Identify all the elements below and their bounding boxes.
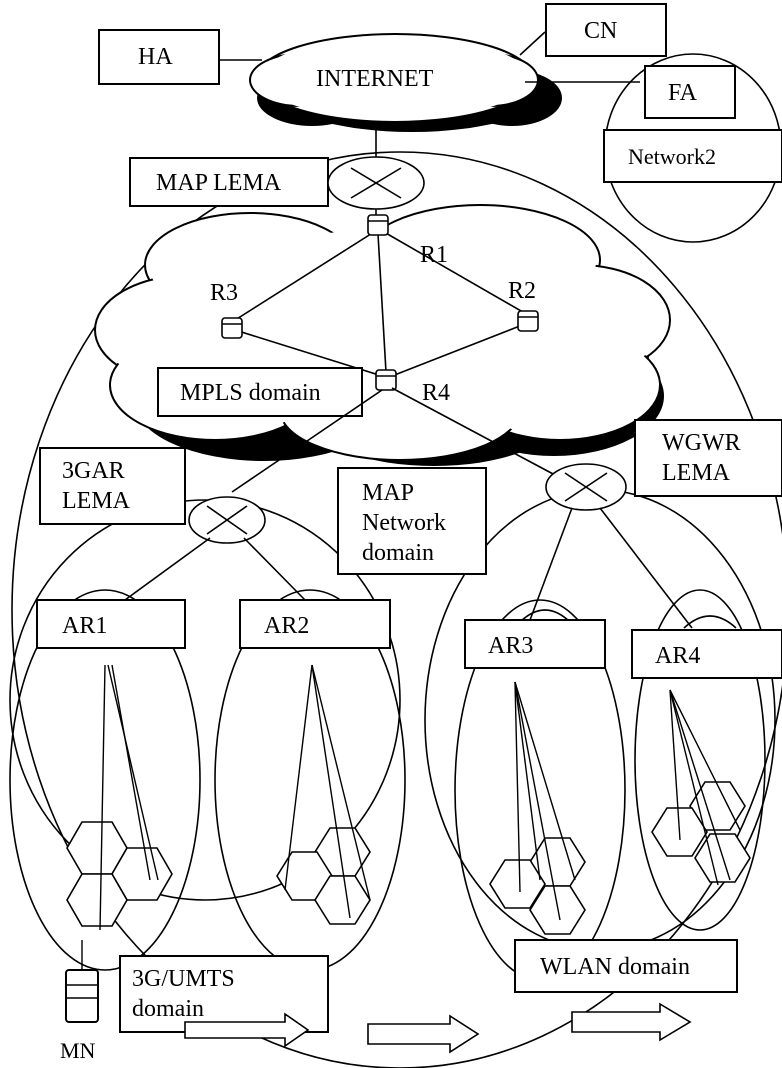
ar1-cell-cluster [66, 664, 173, 931]
mpls-cloud [94, 204, 671, 466]
movement-arrow-3 [571, 1002, 692, 1042]
3g-umts-label-line2: domain [132, 996, 204, 1022]
map-network-label-line3: domain [362, 540, 434, 566]
ar4-box [631, 629, 782, 679]
network2-box [603, 129, 782, 183]
cn-label: CN [584, 18, 617, 44]
cn-internet-link [519, 31, 546, 56]
ha-node-box [98, 29, 220, 85]
fa-label: FA [668, 80, 698, 106]
ar1-label: AR1 [62, 613, 107, 639]
mn-device-icon [65, 940, 99, 1023]
ar4-cell-cluster [651, 689, 751, 886]
map-network-label-line2: Network [362, 510, 446, 536]
r4-3gar-link [231, 389, 383, 493]
ar4-label: AR4 [655, 643, 700, 669]
r4-router-icon [375, 369, 397, 391]
r1-r4-link [377, 233, 387, 373]
ar1-box [36, 599, 186, 649]
map-network-domain-box [337, 467, 487, 575]
map-lema-label: MAP LEMA [156, 170, 282, 196]
r2-router-icon [517, 310, 539, 332]
r3-label: R3 [210, 280, 238, 306]
network2-label: Network2 [628, 144, 716, 169]
r2-label: R2 [508, 278, 536, 304]
map-network-domain-ellipse [11, 151, 782, 1068]
mpls-domain-label: MPLS domain [180, 380, 321, 406]
ar2-box [239, 599, 391, 649]
r2-r4-link [391, 321, 531, 377]
3gar-router-icon [188, 496, 266, 544]
3g-umts-domain-ellipse [9, 499, 401, 901]
internet-cloud: INTERNET [249, 33, 562, 132]
wgwr-lema-label-line2: LEMA [662, 460, 731, 486]
wgwr-ar3-link [529, 507, 573, 621]
ar1-cell-ellipse [9, 589, 201, 971]
wgwr-router-icon [545, 463, 627, 511]
cn-node-box [545, 3, 667, 57]
ar2-cell-cluster [276, 664, 371, 925]
map-lema-box [129, 157, 329, 207]
ar4-arc [683, 615, 737, 629]
wgwr-lema-box [634, 419, 782, 497]
wgwr-ar4-link [599, 507, 693, 629]
ar3-box [464, 619, 606, 669]
map-network-label-line1: MAP [362, 480, 414, 506]
3gar-lema-label-line1: 3GAR [62, 458, 125, 484]
map-router-icon [327, 156, 425, 210]
wlan-domain-box [514, 939, 738, 993]
ar3-cell-cluster [489, 681, 586, 935]
r3-router-icon [221, 317, 243, 339]
fa-node-box [644, 65, 736, 119]
r1-r3-link [231, 231, 375, 323]
r1-label: R1 [420, 242, 448, 268]
wgwr-lema-label-line1: WGWR [662, 430, 741, 456]
r1-router-icon [367, 214, 389, 236]
3gar-lema-box [39, 447, 186, 525]
3gar-ar1-link [124, 537, 211, 601]
movement-arrow-1 [184, 1012, 310, 1048]
mn-label: MN [60, 1038, 96, 1063]
r4-wgwr-link [391, 387, 556, 476]
internet-label: INTERNET [316, 66, 434, 92]
movement-arrow-2 [367, 1014, 480, 1054]
3gar-ar2-link [243, 537, 306, 601]
ar2-label: AR2 [264, 613, 309, 639]
r4-label: R4 [422, 380, 450, 406]
ha-label: HA [138, 44, 173, 70]
ar3-arc [519, 609, 571, 623]
mpls-domain-box [157, 367, 363, 417]
r1-r2-link [383, 231, 529, 316]
wlan-domain-label: WLAN domain [540, 954, 690, 980]
ar4-cell-ellipse [634, 589, 766, 931]
ar3-label: AR3 [488, 633, 533, 659]
3g-umts-label-line1: 3G/UMTS [132, 966, 235, 992]
3gar-lema-label-line2: LEMA [62, 488, 131, 514]
